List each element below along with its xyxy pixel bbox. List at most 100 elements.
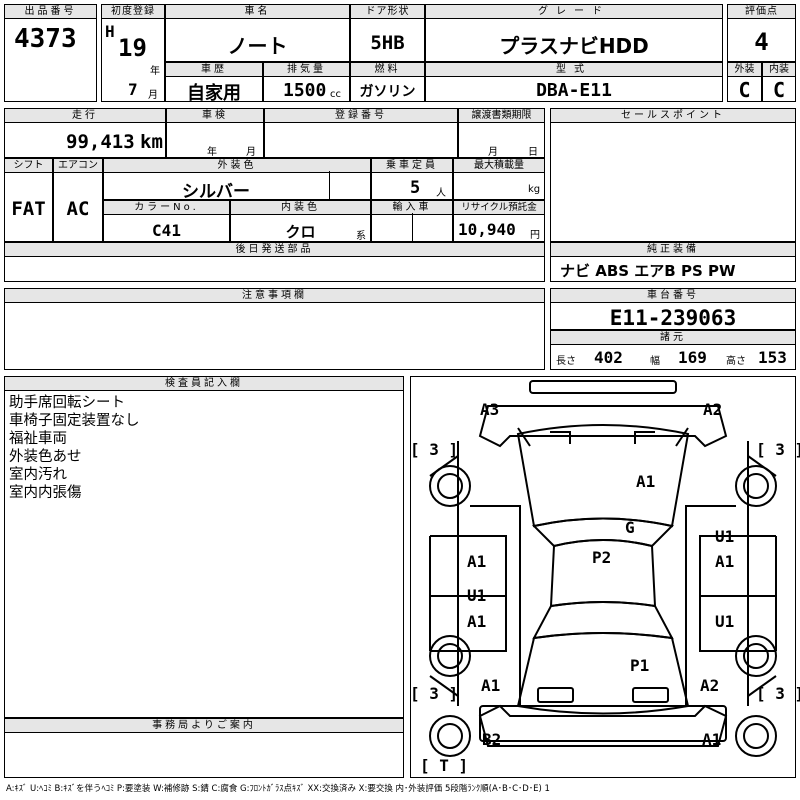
fuel-value: ガソリン — [359, 84, 416, 100]
inspector-label: 検査員記入欄 — [4, 376, 404, 391]
model-value: DBA-E11 — [536, 80, 612, 101]
diagram-frame — [410, 376, 796, 778]
ac-label: エアコン — [53, 158, 103, 173]
dims-label: 諸元 — [550, 330, 796, 345]
color-no-label: カラーNo. — [103, 200, 230, 215]
mark-u1-l2: U1 — [467, 586, 487, 605]
mark-p2: P2 — [592, 548, 612, 567]
first-registration-label: 初度登録 — [101, 4, 165, 19]
inspector-note: 室内内張傷 — [9, 485, 82, 501]
mark-b2: B2 — [482, 730, 502, 749]
notes-label: 注意事項欄 — [4, 288, 545, 303]
inspection-label: 車検 — [166, 108, 264, 123]
capacity-label: 乗車定員 — [371, 158, 453, 173]
chassis-label: 車台番号 — [550, 288, 796, 303]
month-value: 7 — [128, 80, 138, 99]
inspector-note: 室内汚れ — [9, 467, 67, 483]
inspector-note: 助手席回転シート — [9, 395, 125, 411]
equipment-label: 純正装備 — [550, 242, 796, 257]
length-value: 402 — [594, 348, 623, 367]
year-unit: 年 — [150, 66, 160, 77]
color-label: 外装色 — [103, 158, 371, 173]
int-color-value: クロ — [285, 223, 316, 241]
height-value: 153 — [758, 348, 787, 367]
color-no-value: C41 — [152, 221, 181, 240]
car-diagram — [429, 380, 777, 757]
mark-g: G — [625, 518, 635, 537]
inspector-note: 車椅子固定装置なし — [9, 413, 140, 429]
mileage-value: 99,413 — [66, 131, 135, 153]
recycle-unit: 円 — [530, 230, 540, 241]
mark-a1-hood: A1 — [636, 472, 656, 491]
transfer-month: 月 — [488, 147, 498, 158]
history-label: 車歴 — [165, 62, 263, 77]
recycle-value: 10,940 — [458, 220, 516, 239]
load-unit: kg — [528, 184, 541, 195]
car-name-label: 車名 — [165, 4, 350, 19]
ac-value: AC — [66, 198, 90, 220]
interior-grade-label: 内装 — [762, 62, 796, 77]
width-label: 幅 — [650, 356, 660, 367]
displacement-label: 排気量 — [263, 62, 350, 77]
mileage-label: 走行 — [4, 108, 166, 123]
mark-tire-tr: [ 3 ] — [756, 440, 800, 459]
mark-u1-r2: U1 — [715, 612, 735, 631]
inspector-note: 外装色あせ — [9, 449, 82, 465]
mileage-unit: km — [140, 131, 163, 153]
mark-a1-bl: A1 — [481, 676, 501, 695]
sales-point-cell — [550, 108, 796, 242]
mark-tire-tl: [ 3 ] — [410, 440, 459, 459]
inspection-month-unit: 月 — [246, 147, 256, 158]
plate-label: 登録番号 — [264, 108, 458, 123]
exterior-grade-label: 外装 — [727, 62, 762, 77]
mark-a2-br: A2 — [700, 676, 720, 695]
mark-p1: P1 — [630, 656, 650, 675]
score-label: 評価点 — [727, 4, 796, 19]
car-name-value: ノート — [227, 34, 288, 58]
transfer-label: 譲渡書類期限 — [458, 108, 545, 123]
mark-a1-bottom: A1 — [702, 730, 722, 749]
mark-u1-r1: U1 — [715, 527, 735, 546]
height-label: 高さ — [726, 356, 746, 367]
recycle-label: リサイクル預託金 — [453, 200, 545, 215]
load-label: 最大積載量 — [453, 158, 545, 173]
score-value: 4 — [754, 28, 769, 56]
width-value: 169 — [678, 348, 707, 367]
month-unit: 月 — [148, 90, 158, 101]
model-label: 型式 — [425, 62, 723, 77]
grade-value: プラスナビHDD — [499, 34, 649, 58]
office-label: 事務局よりご案内 — [4, 718, 404, 733]
mark-spare: [ T ] — [420, 756, 469, 775]
int-color-unit: 系 — [356, 231, 366, 242]
displacement-unit: cc — [330, 89, 341, 100]
int-color-label: 内装色 — [230, 200, 371, 215]
history-value: 自家用 — [187, 83, 241, 104]
equipment-value: ナビ ABS エアB PS PW — [560, 262, 736, 280]
year-value: 19 — [118, 34, 147, 62]
mark-a1-r1: A1 — [715, 552, 735, 571]
import-divider — [412, 213, 413, 242]
capacity-unit: 人 — [436, 188, 446, 199]
legend-text: A:ｷｽﾞ U:ﾍｺﾐ B:ｷｽﾞを伴うﾍｺﾐ P:要塗装 W:補修跡 S:錆 … — [6, 784, 550, 794]
length-label: 長さ — [556, 356, 576, 367]
color-value: シルバー — [182, 182, 250, 202]
shift-value: FAT — [11, 198, 46, 220]
transfer-day: 日 — [528, 147, 538, 158]
mark-a2-top: A2 — [703, 400, 723, 419]
mark-a1-l2: A1 — [467, 612, 487, 631]
mark-tire-br: [ 3 ] — [756, 684, 800, 703]
door-label: ドア形状 — [350, 4, 425, 19]
sales-point-label: セールスポイント — [550, 108, 796, 123]
inspector-notes: 助手席回転シート 車椅子固定装置なし 福祉車両 外装色あせ 室内汚れ 室内内張傷 — [9, 394, 140, 502]
fuel-label: 燃料 — [350, 62, 425, 77]
door-value: 5HB — [370, 32, 405, 54]
era-value: H — [105, 22, 115, 41]
chassis-value: E11-239063 — [609, 306, 737, 330]
shift-label: シフト — [4, 158, 53, 173]
displacement-value: 1500 — [283, 80, 327, 101]
color-divider — [329, 171, 330, 200]
capacity-value: 5 — [410, 178, 421, 198]
mark-tire-bl: [ 3 ] — [410, 684, 459, 703]
inspector-note: 福祉車両 — [9, 431, 67, 447]
mark-a3: A3 — [480, 400, 500, 419]
